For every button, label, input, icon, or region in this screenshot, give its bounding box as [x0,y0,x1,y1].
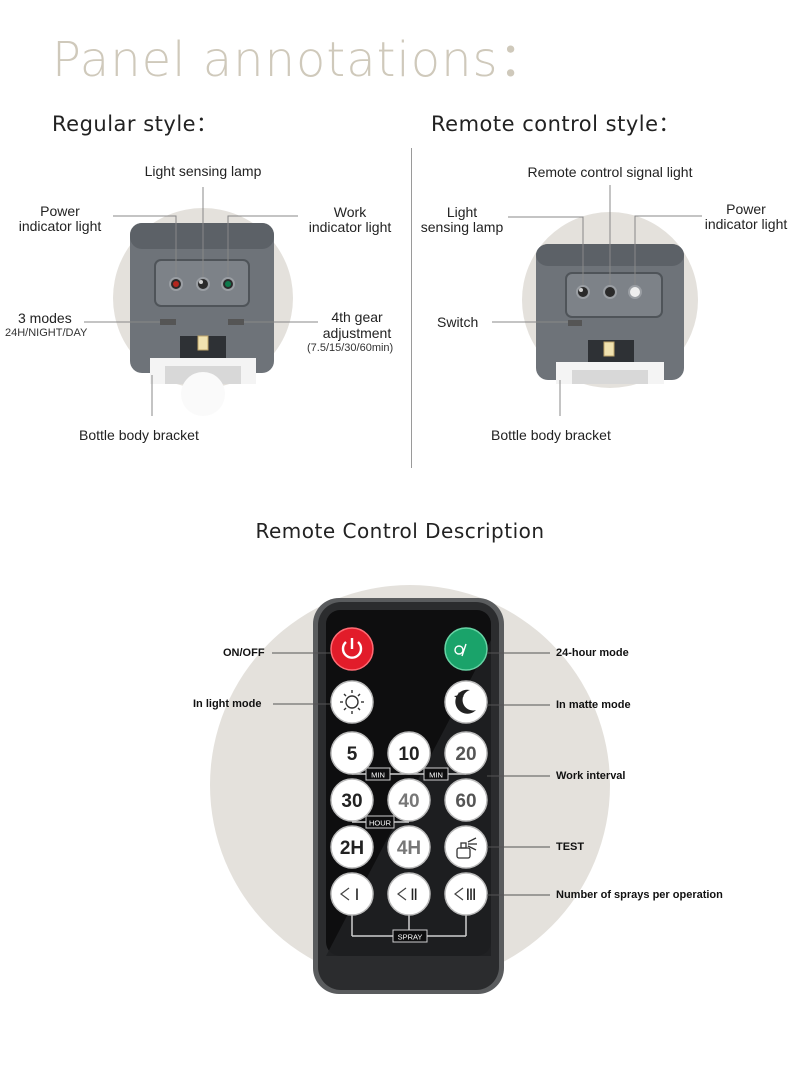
section-divider [411,148,412,468]
spray-1-icon [340,887,350,901]
regular-style-heading: Regular style： [52,112,218,136]
btn-4h [387,825,431,869]
light-sensing-led [576,285,590,299]
power-indicator-label-2: indicator light [18,218,102,234]
modes-label-1: 3 modes [18,310,72,326]
btn-40-label: 40 [398,791,419,812]
remote-style-switch [568,320,582,326]
gear-label-1: 4th gear [331,309,383,325]
power-indicator-label-3: Power [726,201,766,217]
light-mode-button [330,680,374,724]
light-sensing-lamp-led [196,277,210,291]
min-tag-1: MIN [371,771,385,780]
power-indicator-label-4: indicator light [704,216,788,232]
regular-bracket-label: Bottle body bracket [79,427,199,443]
on-off-label: ON/OFF [223,647,265,659]
power-indicator-led-2 [628,285,642,299]
btn-5 [330,731,374,775]
btn-2h-label: 2H [340,838,364,859]
signal-light-label: Remote control signal light [527,164,693,180]
light-sensing-lamp-label: Light sensing lamp [144,163,262,179]
spray-3-icon [454,887,464,901]
work-indicator-label-2: indicator light [308,219,392,235]
spray-bottle-icon [456,837,477,859]
sprays-label: Number of sprays per operation [556,889,723,901]
light-sensing-label-1: Light [446,204,478,220]
btn-spray-2 [387,872,431,916]
spray-2-numeral: Ⅱ [410,887,418,904]
spray-3-numeral: Ⅲ [465,887,476,904]
remote-description-heading: Remote Control Description [255,519,545,543]
btn-30 [330,778,374,822]
matte-mode-button [444,680,488,724]
light-sensing-label-2: sensing lamp [420,219,504,235]
work-indicator-label-1: Work [333,204,367,220]
modes-switch [160,319,176,325]
switch-label: Switch [437,314,479,330]
btn-5-label: 5 [347,744,358,765]
work-interval-label: Work interval [556,770,626,782]
regular-device-illustration [84,187,318,416]
sun-icon [345,695,359,709]
btn-spray-1 [330,872,374,916]
test-label: TEST [556,841,585,853]
spray-2-icon [397,887,407,901]
btn-spray-3 [444,872,488,916]
btn-40 [387,778,431,822]
mode-24h-button [444,627,488,671]
remote-style-heading: Remote control style： [431,112,681,136]
matte-mode-label: In matte mode [556,699,631,711]
power-indicator-label-1: Power [40,203,80,219]
sun-moon-icon [454,645,464,655]
btn-2h [330,825,374,869]
btn-10 [387,731,431,775]
page-title: Panel annotations： [52,32,548,88]
btn-20 [444,731,488,775]
btn-10-label: 10 [398,744,419,765]
spray-1-numeral: Ⅰ [355,887,360,904]
btn-4h-label: 4H [397,838,421,859]
btn-20-label: 20 [455,744,476,765]
power-icon [341,641,363,659]
btn-60-label: 60 [455,791,476,812]
spray-tag: SPRAY [398,933,423,942]
remote-style-device-illustration [492,185,702,416]
btn-30-label: 30 [341,791,362,812]
remote-control-illustration: MIN MIN HOUR SPRAY 5 10 20 30 40 60 2H 4… [210,585,610,994]
remote-style-bracket-label: Bottle body bracket [491,427,611,443]
min-tag-2: MIN [429,771,443,780]
btn-60 [444,778,488,822]
gear-switch [228,319,244,325]
gear-label-2: adjustment [322,325,392,341]
signal-light-led [603,285,617,299]
mode-24h-label: 24-hour mode [556,647,629,659]
light-mode-label: In light mode [193,698,262,710]
modes-label-2: 24H/NIGHT/DAY [5,327,88,339]
gear-label-3: (7.5/15/30/60min) [307,342,394,354]
hour-tag: HOUR [369,819,392,828]
